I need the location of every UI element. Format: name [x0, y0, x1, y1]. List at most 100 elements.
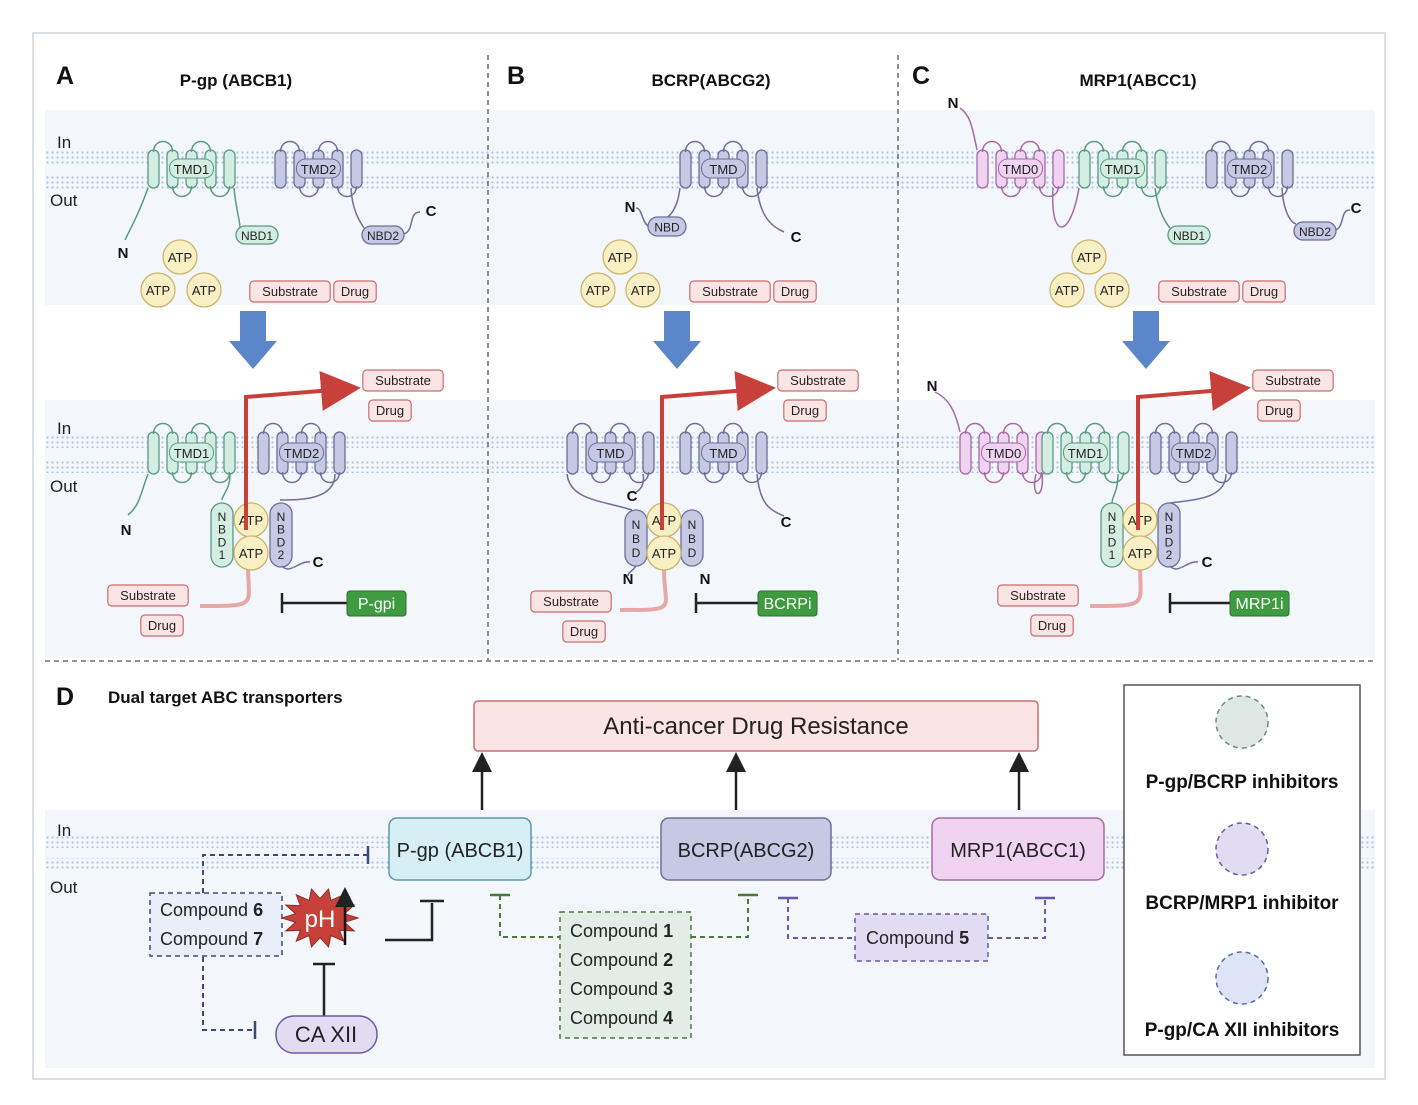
svg-text:BCRP/MRP1 inhibitor: BCRP/MRP1 inhibitor [1145, 893, 1339, 914]
svg-text:P-gp/BCRP inhibitors: P-gp/BCRP inhibitors [1146, 772, 1339, 793]
compound-6-label: Compound 6 [160, 900, 263, 920]
mrp1-bot-atp-2: ATP [1122, 535, 1158, 571]
bcrp-bot-atp-2: ATP [646, 535, 682, 571]
legend-item-pgp-bcrp: P-gp/BCRP inhibitors [1146, 695, 1339, 793]
svg-text:ATP: ATP [239, 513, 263, 528]
domain-label: TMD1 [174, 446, 209, 461]
svg-text:N: N [688, 518, 697, 532]
helix [959, 431, 972, 475]
svg-text:B: B [1108, 523, 1116, 537]
svg-text:P-gp (ABCB1): P-gp (ABCB1) [397, 840, 524, 862]
helix [257, 431, 270, 475]
bcrp-bot-c1-tail [635, 473, 645, 493]
svg-text:ATP: ATP [1128, 546, 1152, 561]
helix [147, 431, 160, 475]
helix [642, 431, 655, 475]
svg-text:CA XII: CA XII [295, 1022, 357, 1047]
svg-text:ATP: ATP [168, 250, 192, 265]
bcrp-top-nbd: NBD [647, 216, 687, 237]
svg-text:MRP1(ABCC1): MRP1(ABCC1) [950, 840, 1086, 862]
compound-4-label: Compound 4 [570, 1008, 673, 1028]
helix [1225, 431, 1238, 475]
svg-text:NBD: NBD [654, 221, 680, 235]
transporter-box-mrp1: MRP1(ABCC1) [931, 817, 1105, 881]
resistance-box: Anti-cancer Drug Resistance [473, 700, 1039, 752]
bcrp-bot-nbd1-link [566, 473, 633, 511]
domain-label-bg [588, 442, 633, 463]
pgp-bot-atp-2: ATP [233, 535, 269, 571]
domain-label: TMD2 [1176, 446, 1211, 461]
bcrp-bot-drug-out: Drug [783, 399, 827, 422]
svg-text:N: N [1165, 510, 1174, 524]
pgp-bot-substrate-out: Substrate [362, 369, 444, 392]
bcrp-bot-c-tail [756, 473, 785, 517]
bcrp-bot-nbd-2: NBD [680, 509, 704, 567]
svg-text:B: B [1165, 523, 1173, 537]
svg-text:ATP: ATP [631, 283, 655, 298]
mrp1-top-tmd0: TMD0 [976, 140, 1065, 198]
helix-loops [1083, 140, 1162, 198]
panel-a-letter: A [56, 62, 74, 90]
pgp-bot-tmd2: TMD2 [257, 422, 346, 484]
domain-label-bg [1100, 158, 1145, 179]
svg-text:Drug: Drug [376, 403, 404, 418]
pgp-top-c-tail [403, 211, 421, 235]
domain-label: TMD2 [284, 446, 319, 461]
mrp1-bot-tmd1: TMD1 [1041, 422, 1130, 484]
transporter-box-bcrp: BCRP(ABCG2) [660, 817, 832, 881]
svg-text:B: B [688, 532, 696, 546]
mrp1-top-atp-3: ATP [1094, 272, 1130, 308]
domain-label: TMD0 [1003, 162, 1038, 177]
panel-c-letter: C [912, 62, 930, 90]
pgp-bot-efflux-arrow [244, 370, 361, 530]
mrp1-top-n: N [948, 95, 959, 112]
bcrp-top-c: C [791, 229, 802, 246]
mrp1-bot-nbd1-link [1111, 473, 1119, 504]
svg-text:Substrate: Substrate [702, 284, 758, 299]
svg-text:Substrate: Substrate [120, 588, 176, 603]
svg-text:Substrate: Substrate [262, 284, 318, 299]
mrp1-top-n-tail [959, 107, 978, 151]
domain-label-bg [296, 158, 341, 179]
svg-text:D: D [277, 535, 286, 549]
pgp-top-tmd1: TMD1 [147, 140, 236, 198]
pgp-bot-c: C [313, 554, 324, 571]
domain-label: TMD1 [1068, 446, 1103, 461]
svg-text:B: B [218, 523, 226, 537]
svg-text:1: 1 [1109, 548, 1116, 562]
compound-group-6-7: Compound 6 Compound 7 [149, 846, 370, 1039]
label-in-top: In [57, 133, 71, 152]
svg-text:NBD2: NBD2 [367, 229, 399, 243]
panel-d-letter: D [56, 683, 74, 711]
helix [1078, 149, 1091, 189]
helix-loops [152, 140, 231, 198]
svg-text:ATP: ATP [239, 546, 263, 561]
svg-text:P-gp/CA XII inhibitors: P-gp/CA XII inhibitors [1145, 1020, 1340, 1041]
bcrp-top-n-tail [635, 207, 649, 227]
helix [274, 149, 287, 189]
helix [755, 149, 768, 189]
mrp1-bot-substrate-in: Substrate [997, 584, 1079, 607]
svg-text:Substrate: Substrate [1010, 588, 1066, 603]
pgp-top-c: C [426, 203, 437, 220]
svg-text:2: 2 [278, 548, 285, 562]
pgp-transition-arrow [229, 311, 277, 369]
pgp-top-atp-1: ATP [162, 239, 198, 275]
pgp-top-n-tail [124, 187, 149, 241]
helix [223, 149, 236, 189]
helix-loops [571, 422, 650, 484]
bcrp-top-atp-3: ATP [625, 272, 661, 308]
label-out-middle: Out [50, 477, 78, 496]
bcrp-top-atp-2: ATP [580, 272, 616, 308]
svg-text:D: D [632, 546, 641, 560]
bcrp-top-tmd: TMD [679, 140, 768, 198]
label-out-top: Out [50, 191, 78, 210]
pgp-top-atp-3: ATP [186, 272, 222, 308]
top-background [45, 110, 1375, 305]
pgp-bot-drug-in: Drug [140, 614, 184, 637]
legend-item-bcrp-mrp1: BCRP/MRP1 inhibitor [1145, 822, 1339, 914]
bcrp-bot-nbd-1: NBD [624, 509, 648, 567]
domain-label: TMD1 [174, 162, 209, 177]
